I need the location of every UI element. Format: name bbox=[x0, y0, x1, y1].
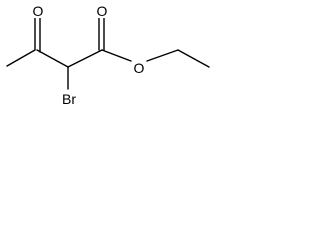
ester-oxygen-mask bbox=[132, 59, 146, 75]
ester-carbonyl-oxygen-label: O bbox=[97, 3, 108, 19]
ester-carbonyl-oxygen-mask bbox=[95, 2, 109, 18]
bond-ethyl-methyl bbox=[177, 49, 210, 68]
bond-alpha-ester-carbon bbox=[67, 49, 103, 68]
molecule-structure: O O O Br bbox=[6, 2, 210, 108]
keto-oxygen-label: O bbox=[33, 3, 44, 19]
bromine-mask bbox=[58, 90, 80, 108]
bond-oxygen-ethyl bbox=[146, 49, 179, 62]
bond-ketone-alpha bbox=[36, 49, 69, 68]
bond-methyl-ketone-carbon bbox=[6, 49, 36, 67]
bromine-label: Br bbox=[62, 91, 76, 107]
ester-oxygen-label: O bbox=[134, 60, 145, 76]
keto-oxygen-mask bbox=[31, 2, 45, 18]
bond-ester-carbon-oxygen bbox=[101, 49, 132, 62]
